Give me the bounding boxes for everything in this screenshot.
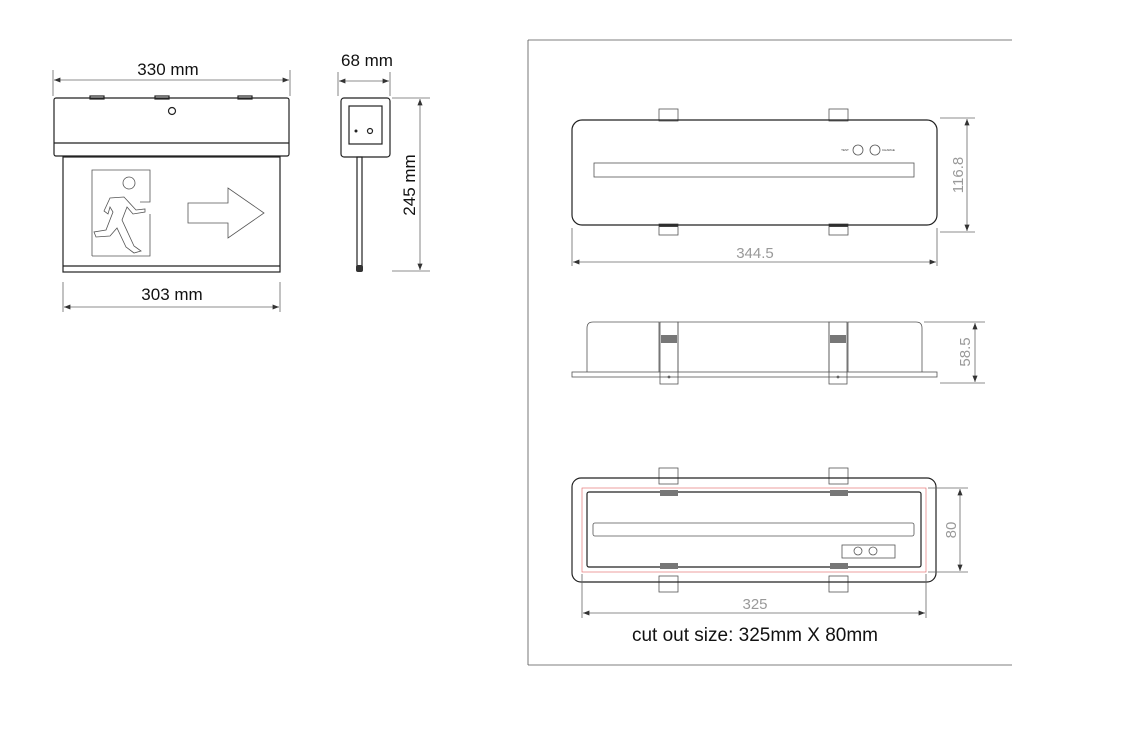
top-height-label: 116.8 — [950, 157, 967, 193]
arrow-right-icon — [187, 187, 265, 239]
drawing-frame — [527, 39, 1012, 666]
cutout-caption: cut out size: 325mm X 80mm — [632, 625, 878, 646]
charge-label: CHARGE — [882, 148, 895, 152]
sign-panel — [62, 156, 281, 273]
side-view-right: 58.5 — [571, 321, 985, 385]
test-label: TEST — [841, 148, 849, 152]
test-button — [852, 144, 864, 156]
width-label: 330 mm — [137, 60, 198, 79]
indicator-led — [167, 106, 177, 116]
cutout-view: 80 325 cut out size: 325mm X 80mm — [571, 467, 968, 646]
bottom-width-label: 303 mm — [141, 285, 202, 304]
height-label: 245 mm — [400, 154, 419, 215]
top-view: TEST CHARGE 116.8 344.5 — [571, 108, 975, 266]
cutout-height-label: 80 — [943, 522, 960, 539]
top-length-label: 344.5 — [736, 245, 774, 262]
side-view-left: 68 mm 245 mm — [337, 51, 430, 272]
housing — [53, 97, 290, 157]
cutout-outline — [581, 487, 927, 573]
charge-indicator — [869, 144, 881, 156]
depth-label: 68 mm — [341, 51, 393, 70]
side-height-label: 58.5 — [957, 337, 974, 366]
front-view: 330 mm 303 mm — [52, 60, 291, 312]
running-man-icon — [91, 169, 151, 257]
cutout-length-label: 325 — [742, 596, 767, 613]
